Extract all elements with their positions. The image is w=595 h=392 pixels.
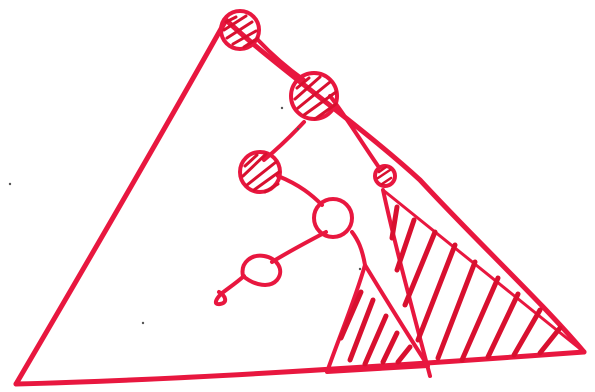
dot — [142, 322, 144, 324]
dot — [297, 128, 299, 130]
dot — [359, 268, 361, 270]
dot — [281, 107, 283, 109]
dot — [9, 183, 11, 185]
